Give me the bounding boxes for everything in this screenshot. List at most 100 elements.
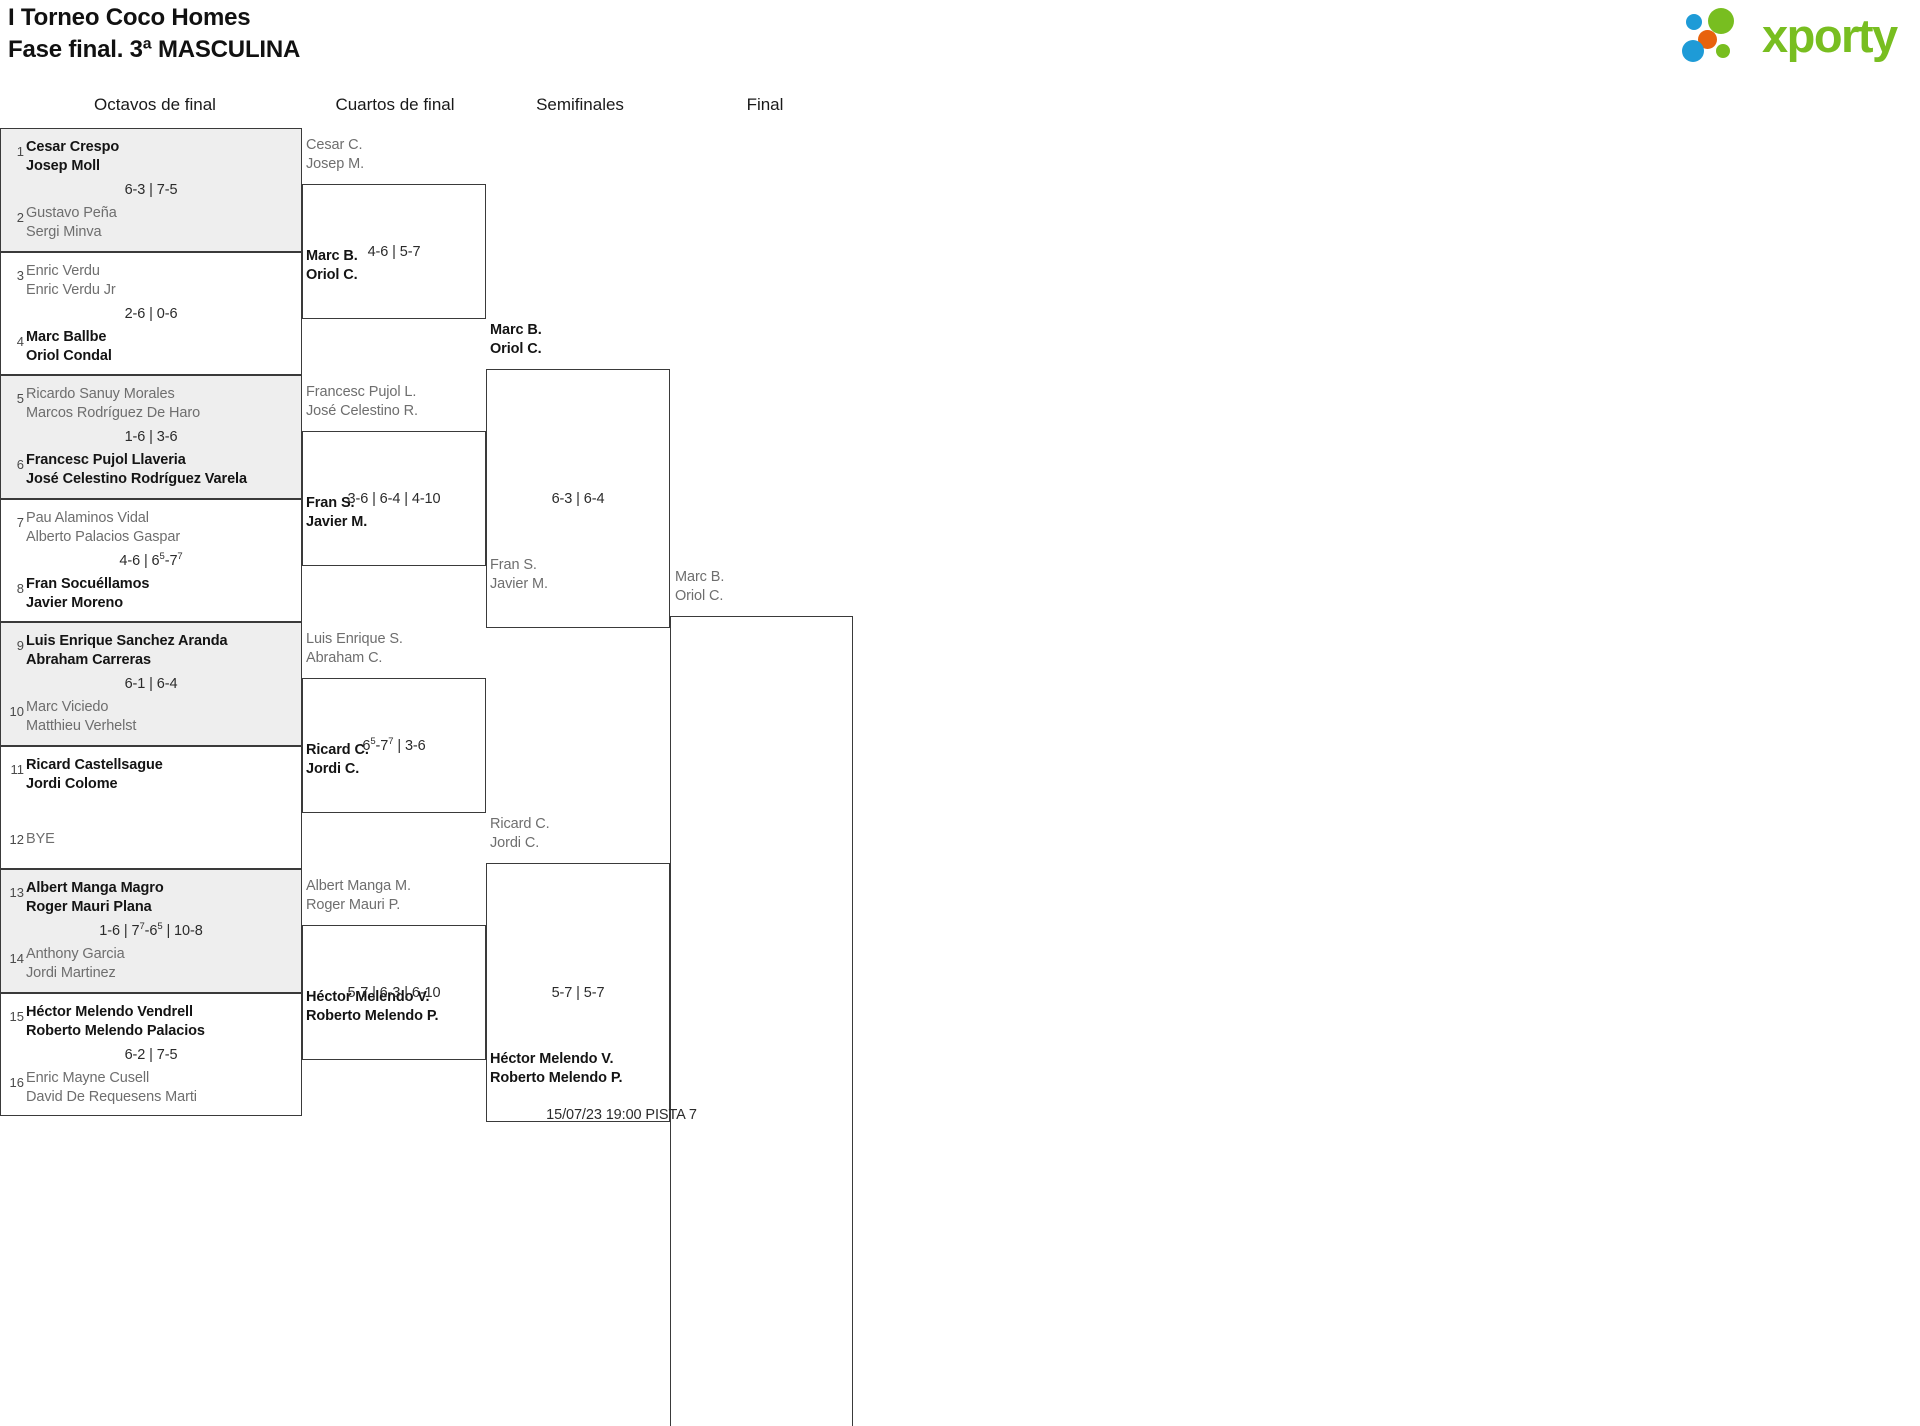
team-bottom-player-1: Enric Mayne Cusell [26, 1069, 150, 1086]
qf-team-bottom-player-2: Jordi C. [306, 761, 360, 778]
sf-team-bottom-player-2: Roberto Melendo P. [490, 1070, 623, 1086]
sf-connector-box [486, 369, 670, 628]
qf-team-top-player-1: Albert Manga M. [306, 877, 411, 894]
sf-team-top-player-2: Jordi C. [490, 835, 540, 851]
match-border-left [0, 498, 1, 622]
sf-team-top: Marc B. Oriol C. [490, 321, 542, 359]
final-schedule: 15/07/23 19:00 PISTA 7 [546, 1107, 697, 1123]
match-border-right [301, 869, 302, 993]
qf-team-bottom-player-2: Oriol C. [306, 267, 358, 284]
sf-score: 5-7 | 5-7 [551, 984, 605, 1001]
xporty-logo: xporty [1682, 8, 1902, 64]
qf-connector-box [302, 924, 486, 1061]
sf-team-bottom: Fran S. Javier M. [490, 556, 548, 594]
qf-team-top: Albert Manga M. Roger Mauri P. [306, 877, 411, 915]
qf-team-bottom-player-1: Fran S. [306, 495, 355, 512]
sf-team-top-player-2: Oriol C. [490, 341, 542, 357]
seed-number: 3 [16, 267, 24, 283]
qf-team-bottom-player-1: Ricard C. [306, 742, 369, 759]
match-border-right [301, 498, 302, 622]
qf-team-top: Luis Enrique S. Abraham C. [306, 630, 403, 668]
seed-number: 13 [9, 885, 24, 900]
qf-team-top-player-2: Josep M. [306, 155, 365, 172]
qf-team-top-player-1: Francesc Pujol L. [306, 383, 417, 400]
sf-team-bottom-player-1: Fran S. [490, 557, 537, 573]
qf-team-bottom-player-2: Roberto Melendo P. [306, 1008, 439, 1025]
match-border-bottom [0, 374, 302, 375]
seed-number: 2 [16, 210, 24, 225]
team-bottom-player-1: Marc Ballbe [26, 328, 107, 345]
match-border-left [0, 251, 1, 375]
team-bottom-player-1: BYE [26, 830, 55, 847]
team-top-player-1: Héctor Melendo Vendrell [26, 1003, 193, 1020]
team-bottom-player-2: Oriol Condal [26, 347, 112, 364]
team-bottom-player-1: Gustavo Peña [26, 205, 117, 221]
team-bottom-player-2: David De Requesens Marti [26, 1088, 197, 1105]
r16-score: 6-1 | 6-4 [124, 676, 178, 692]
team-top-player-1: Pau Alaminos Vidal [26, 509, 149, 526]
team-top-player-1: Albert Manga Magro [26, 880, 164, 896]
logo-wordmark: xporty [1762, 9, 1898, 62]
match-border-bottom [0, 497, 302, 499]
qf-team-top: Francesc Pujol L. José Celestino R. [306, 383, 418, 421]
final-team-top-player-2: Oriol C. [675, 588, 724, 604]
r16-score: 4-6 | 65-77 [119, 550, 183, 569]
team-top-player-1: Cesar Crespo [26, 139, 120, 155]
team-bottom-player-2: José Celestino Rodríguez Varela [26, 471, 247, 487]
qf-score: 4-6 | 5-7 [367, 243, 421, 260]
team-top-player-2: Alberto Palacios Gaspar [26, 528, 181, 545]
match-border-top [0, 869, 302, 870]
seed-number: 16 [9, 1074, 24, 1090]
seed-number: 11 [10, 761, 25, 777]
qf-connector-box [302, 677, 486, 814]
qf-team-top-player-2: José Celestino R. [306, 402, 418, 419]
qf-team-bottom: Héctor Melendo V. Roberto Melendo P. [306, 988, 439, 1026]
team-top-player-2: Marcos Rodríguez De Haro [26, 405, 201, 421]
match-border-top [0, 745, 302, 747]
match-border-bottom [0, 744, 302, 746]
round-heading-semifinales: Semifinales [536, 95, 624, 114]
qf-team-bottom: Ricard C. Jordi C. [306, 741, 369, 779]
team-top-player-2: Roger Mauri Plana [26, 899, 152, 915]
match-border-bottom [0, 991, 302, 993]
team-top-player-2: Josep Moll [26, 158, 100, 174]
match-border-top [0, 622, 302, 623]
team-top-player-2: Jordi Colome [26, 775, 118, 792]
match-border-left [0, 375, 1, 499]
seed-number: 15 [9, 1008, 24, 1024]
qf-team-top: Cesar C. Josep M. [306, 136, 364, 174]
qf-score: 3-6 | 6-4 | 4-10 [347, 490, 441, 507]
qf-connector-box [302, 183, 486, 320]
sf-connector-box [486, 863, 670, 1122]
page-title: I Torneo Coco Homes Fase final. 3ª MASCU… [8, 2, 300, 66]
seed-number: 9 [16, 638, 24, 653]
match-border-top [0, 375, 302, 376]
final-connector-box [670, 616, 853, 1426]
match-border-right [301, 251, 302, 375]
sf-team-top-player-1: Marc B. [490, 322, 542, 338]
qf-team-bottom: Fran S. Javier M. [306, 494, 367, 532]
seed-number: 4 [16, 333, 24, 349]
match-border-top [0, 251, 302, 253]
qf-team-top-player-2: Roger Mauri P. [306, 896, 401, 913]
team-top-player-1: Ricardo Sanuy Morales [26, 386, 175, 402]
qf-team-bottom-player-1: Héctor Melendo V. [306, 989, 430, 1006]
r16-score: 1-6 | 3-6 [124, 429, 178, 445]
r16-score: 1-6 | 77-65 | 10-8 [99, 921, 203, 939]
